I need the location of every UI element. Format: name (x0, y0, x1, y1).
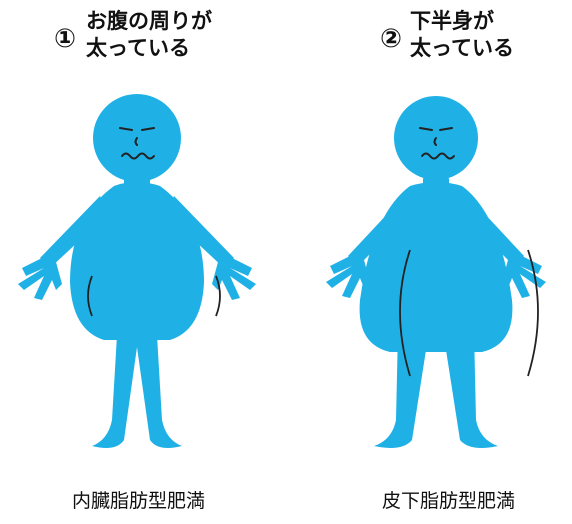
panel-subcutaneous-fat: ② 下半身が 太っている (286, 0, 572, 524)
worried-face-icon (419, 127, 455, 160)
panel-visceral-fat: ① お腹の周りが 太っている (18, 8, 256, 512)
heading-line-2: 太っている (86, 36, 190, 60)
heading-line-2: 太っている (410, 36, 514, 60)
motion-lines-icon (87, 275, 221, 317)
panel-heading: 下半身が 太っている (410, 8, 514, 62)
figure-illustration (326, 96, 546, 448)
heading-line-1: 下半身が (410, 9, 494, 33)
number-badge: ① (54, 24, 77, 54)
worried-face-icon (119, 127, 155, 160)
panel-heading: お腹の周りが 太っている (86, 8, 212, 62)
motion-lines-icon (399, 249, 539, 377)
number-badge: ② (380, 24, 403, 54)
caption: 内臓脂肪型肥満 (72, 490, 206, 512)
heading-line-1: お腹の周りが (86, 9, 212, 33)
caption: 皮下脂肪型肥満 (382, 490, 516, 512)
figure-illustration (18, 94, 256, 448)
